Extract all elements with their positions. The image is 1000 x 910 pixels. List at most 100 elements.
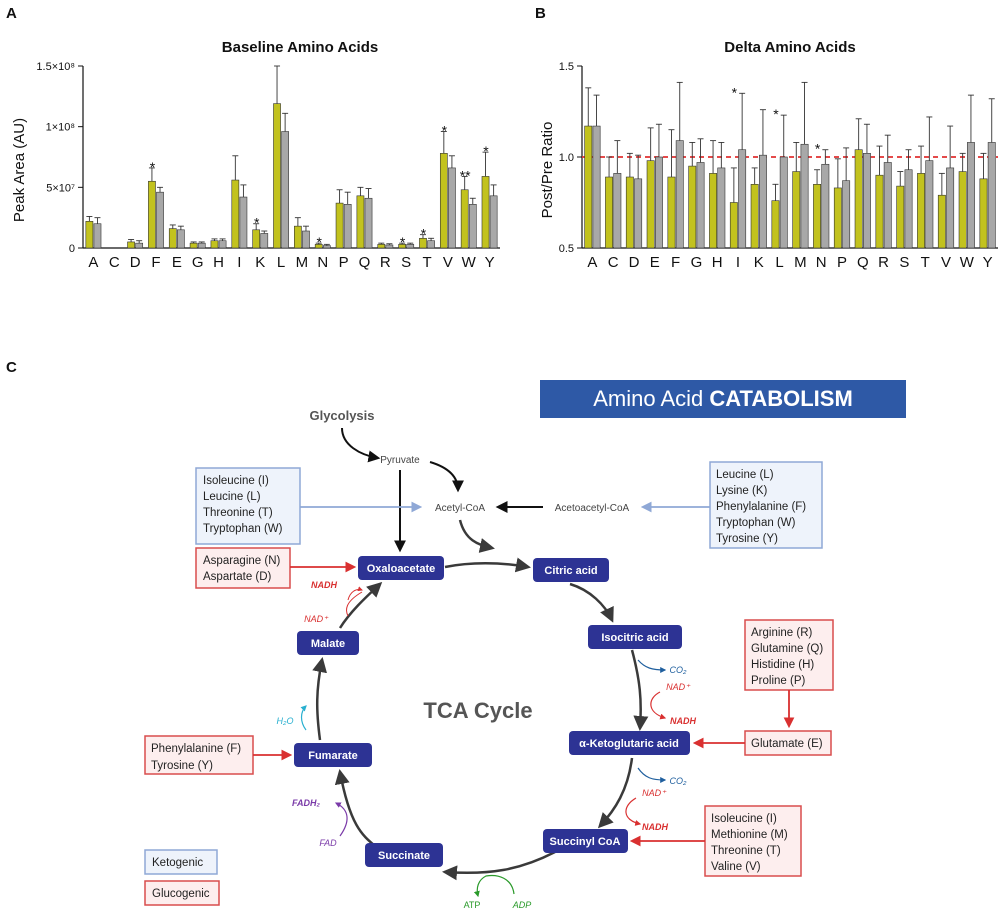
chart-a-title: Baseline Amino Acids [222,39,378,56]
atp-arrow [473,874,515,898]
pyruvate-label: Pyruvate [380,455,420,466]
box-line: Tyrosine (Y) [716,533,778,545]
box-line: Tryptophan (W) [716,517,796,529]
bar [168,228,177,249]
box-rqhp [744,619,834,691]
acetyl-coa-label: Acetyl-CoA [435,503,485,514]
bar [356,195,365,249]
x-category-label: M [794,254,807,271]
bar [946,167,955,249]
bar [717,167,726,249]
y-tick-label: 1.5×10⁸ [36,61,75,73]
x-category-label: I [237,254,241,271]
box-rqhp-text: Arginine (R)Glutamine (Q)Histidine (H)Pr… [751,627,823,687]
nad-curve-1 [346,591,363,617]
bar [833,187,842,249]
legend-ketogenic-swatch [144,849,218,875]
bar [584,125,593,249]
node-malate-label: Malate [311,638,345,650]
significance-marker: * [442,123,448,139]
node-oxaloacetate: Oxaloacetate [358,556,444,580]
x-category-label: T [422,254,431,271]
significance-marker: * [483,143,489,159]
x-category-label: F [151,254,160,271]
box-line: Valine (V) [711,861,761,873]
box-oaa [195,547,291,589]
bar [688,165,697,249]
bar [135,242,144,249]
atp-label: ATP [464,900,481,910]
box-line: Proline (P) [751,675,805,687]
bar [364,197,373,249]
box-succ [704,805,802,877]
x-category-label: T [921,254,930,271]
x-category-label: I [736,254,740,271]
bar [738,149,747,249]
banner-text: Amino Acid CATABOLISM [593,386,853,411]
node-isocitric-label: Isocitric acid [601,632,668,644]
bar [800,143,809,249]
bar [667,176,676,249]
bar [281,131,289,249]
x-category-label: S [899,254,909,271]
x-category-label: K [255,254,265,271]
h2o-label: H₂O [277,716,294,726]
tca-diagram: Amino Acid CATABOLISM TCA Cycle Glycolys… [144,380,906,910]
bar [654,156,663,249]
bar [709,173,717,249]
box-fum [144,735,254,775]
x-category-label: H [712,254,723,271]
bar [273,103,281,249]
bar [875,174,884,249]
bar [210,240,219,249]
x-category-label: V [443,254,453,271]
box-line: Leucine (L) [203,491,261,503]
bar [605,176,613,249]
node-fumarate-label: Fumarate [308,750,358,762]
bar [335,202,344,249]
bar [439,153,448,249]
nadh-2: NADH [670,716,696,726]
glycolysis-label: Glycolysis [309,408,374,423]
bar [406,244,415,249]
pyruvate-acetyl-arrow [429,461,464,493]
box-line: Phenylalanine (F) [716,501,806,513]
significance-marker: * [815,141,821,157]
glycolysis-arrow [341,427,381,463]
x-category-label: D [629,254,640,271]
bar [779,156,788,249]
box-line: Threonine (T) [711,845,781,857]
box-glutamate-text: Glutamate (E) [751,738,823,750]
box-line: Glutamine (Q) [751,643,823,655]
x-category-label: Y [485,254,495,271]
box-line: Asparagine (N) [203,555,281,567]
bar [646,160,655,249]
y-tick-label: 1×10⁸ [46,122,75,134]
bar [231,179,240,249]
box-fum-text: Phenylalanine (F)Tyrosine (Y) [151,743,241,772]
bar [883,162,892,249]
bar [197,242,206,249]
node-akg-label: α-Ketoglutaric acid [579,738,679,750]
adp-label: ADP [512,900,532,910]
x-category-label: R [380,254,391,271]
banner-bold: CATABOLISM [709,386,852,411]
box-line: Leucine (L) [716,469,774,481]
y-tick-label: 0 [69,243,75,255]
x-category-label: L [277,254,285,271]
node-isocitric: Isocitric acid [588,625,682,649]
significance-marker: * [150,159,156,175]
bar [675,140,684,249]
significance-marker: * [732,84,738,100]
co2-2: CO₂ [670,776,688,786]
nadh-arrow-3 [625,797,642,826]
x-category-label: A [88,254,98,271]
y-tick-label: 0.5 [559,243,574,255]
panel-label-b: B [535,5,546,22]
bar [252,229,261,249]
cycle-arrow-oaa-citric [444,557,531,573]
box-keto-left [195,467,301,545]
bar [489,195,498,249]
co2-1: CO₂ [670,665,688,675]
